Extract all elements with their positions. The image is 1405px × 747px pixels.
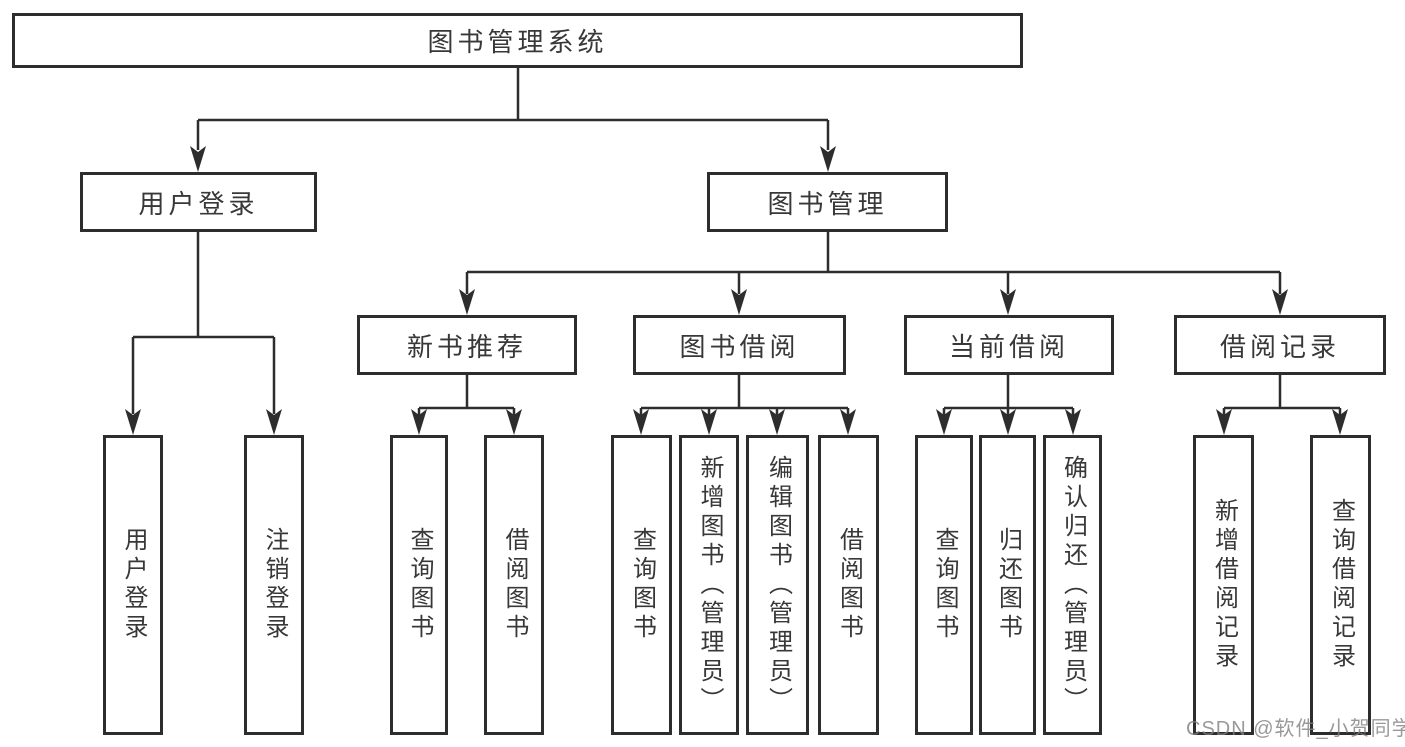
node-user-login-group: 用户登录 bbox=[80, 172, 317, 232]
arrowhead bbox=[506, 409, 522, 435]
node-label: 用户登录 bbox=[120, 527, 147, 643]
arrowhead bbox=[125, 409, 141, 435]
node-label: 新书推荐 bbox=[406, 331, 527, 362]
node-query-borrowing-record: 查询借阅记录 bbox=[1310, 435, 1371, 735]
arrowhead bbox=[459, 289, 475, 315]
arrowhead bbox=[840, 409, 856, 435]
arrowhead bbox=[1000, 289, 1016, 315]
node-query-books-3: 查询图书 bbox=[915, 435, 973, 735]
arrowhead bbox=[633, 409, 649, 435]
node-borrow-books-2: 借阅图书 bbox=[818, 435, 879, 735]
arrowhead bbox=[820, 146, 836, 172]
arrowhead bbox=[1065, 409, 1081, 435]
csdn-watermark: CSDN @软件_小贺同学 bbox=[1186, 718, 1405, 740]
node-label: 新增借阅记录 bbox=[1210, 498, 1238, 672]
node-label: 新增图书（管理员） bbox=[696, 454, 723, 716]
node-borrowing-records: 借阅记录 bbox=[1174, 315, 1386, 375]
node-query-books-1: 查询图书 bbox=[390, 435, 448, 735]
node-label: 注销登录 bbox=[261, 527, 288, 643]
node-label: 编辑图书（管理员） bbox=[764, 454, 792, 716]
node-label: 图书管理 bbox=[767, 188, 888, 219]
node-label: 查询图书 bbox=[931, 527, 958, 643]
node-label: 查询图书 bbox=[406, 527, 433, 643]
node-book-management: 图书管理 bbox=[707, 172, 948, 232]
arrowhead bbox=[411, 409, 427, 435]
arrowhead bbox=[266, 409, 282, 435]
arrowhead bbox=[701, 409, 717, 435]
node-label: 图书管理系统 bbox=[427, 27, 608, 57]
arrowhead bbox=[769, 409, 785, 435]
arrowhead bbox=[731, 289, 747, 315]
arrowhead bbox=[1000, 409, 1016, 435]
node-label: 查询图书 bbox=[628, 527, 656, 643]
node-label: 用户登录 bbox=[138, 188, 259, 219]
node-new-book-recommendation: 新书推荐 bbox=[357, 315, 577, 375]
arrowhead bbox=[1216, 409, 1232, 435]
node-root: 图书管理系统 bbox=[12, 13, 1023, 68]
arrowhead bbox=[190, 146, 206, 172]
node-label: 借阅记录 bbox=[1219, 331, 1340, 362]
node-logout: 注销登录 bbox=[244, 435, 304, 735]
node-label: 图书借阅 bbox=[679, 331, 800, 362]
arrowhead bbox=[1272, 289, 1288, 315]
node-borrow-books-1: 借阅图书 bbox=[484, 435, 544, 735]
node-add-book-admin: 新增图书（管理员） bbox=[679, 435, 739, 735]
node-user-login: 用户登录 bbox=[103, 435, 163, 735]
node-confirm-return-admin: 确认归还（管理员） bbox=[1043, 435, 1102, 735]
node-label: 当前借阅 bbox=[948, 331, 1069, 362]
node-label: 确认归还（管理员） bbox=[1059, 454, 1087, 716]
arrowhead bbox=[1332, 409, 1348, 435]
node-edit-book-admin: 编辑图书（管理员） bbox=[746, 435, 809, 735]
node-label: 归还图书 bbox=[994, 527, 1022, 643]
arrowhead bbox=[936, 409, 952, 435]
node-book-borrowing: 图书借阅 bbox=[633, 315, 846, 375]
node-label: 查询借阅记录 bbox=[1327, 498, 1355, 672]
node-add-borrowing-record: 新增借阅记录 bbox=[1193, 435, 1254, 735]
node-current-borrowing: 当前借阅 bbox=[904, 315, 1114, 375]
node-label: 借阅图书 bbox=[835, 527, 863, 643]
node-return-books: 归还图书 bbox=[979, 435, 1036, 735]
node-query-books-2: 查询图书 bbox=[611, 435, 672, 735]
node-label: 借阅图书 bbox=[501, 527, 528, 643]
